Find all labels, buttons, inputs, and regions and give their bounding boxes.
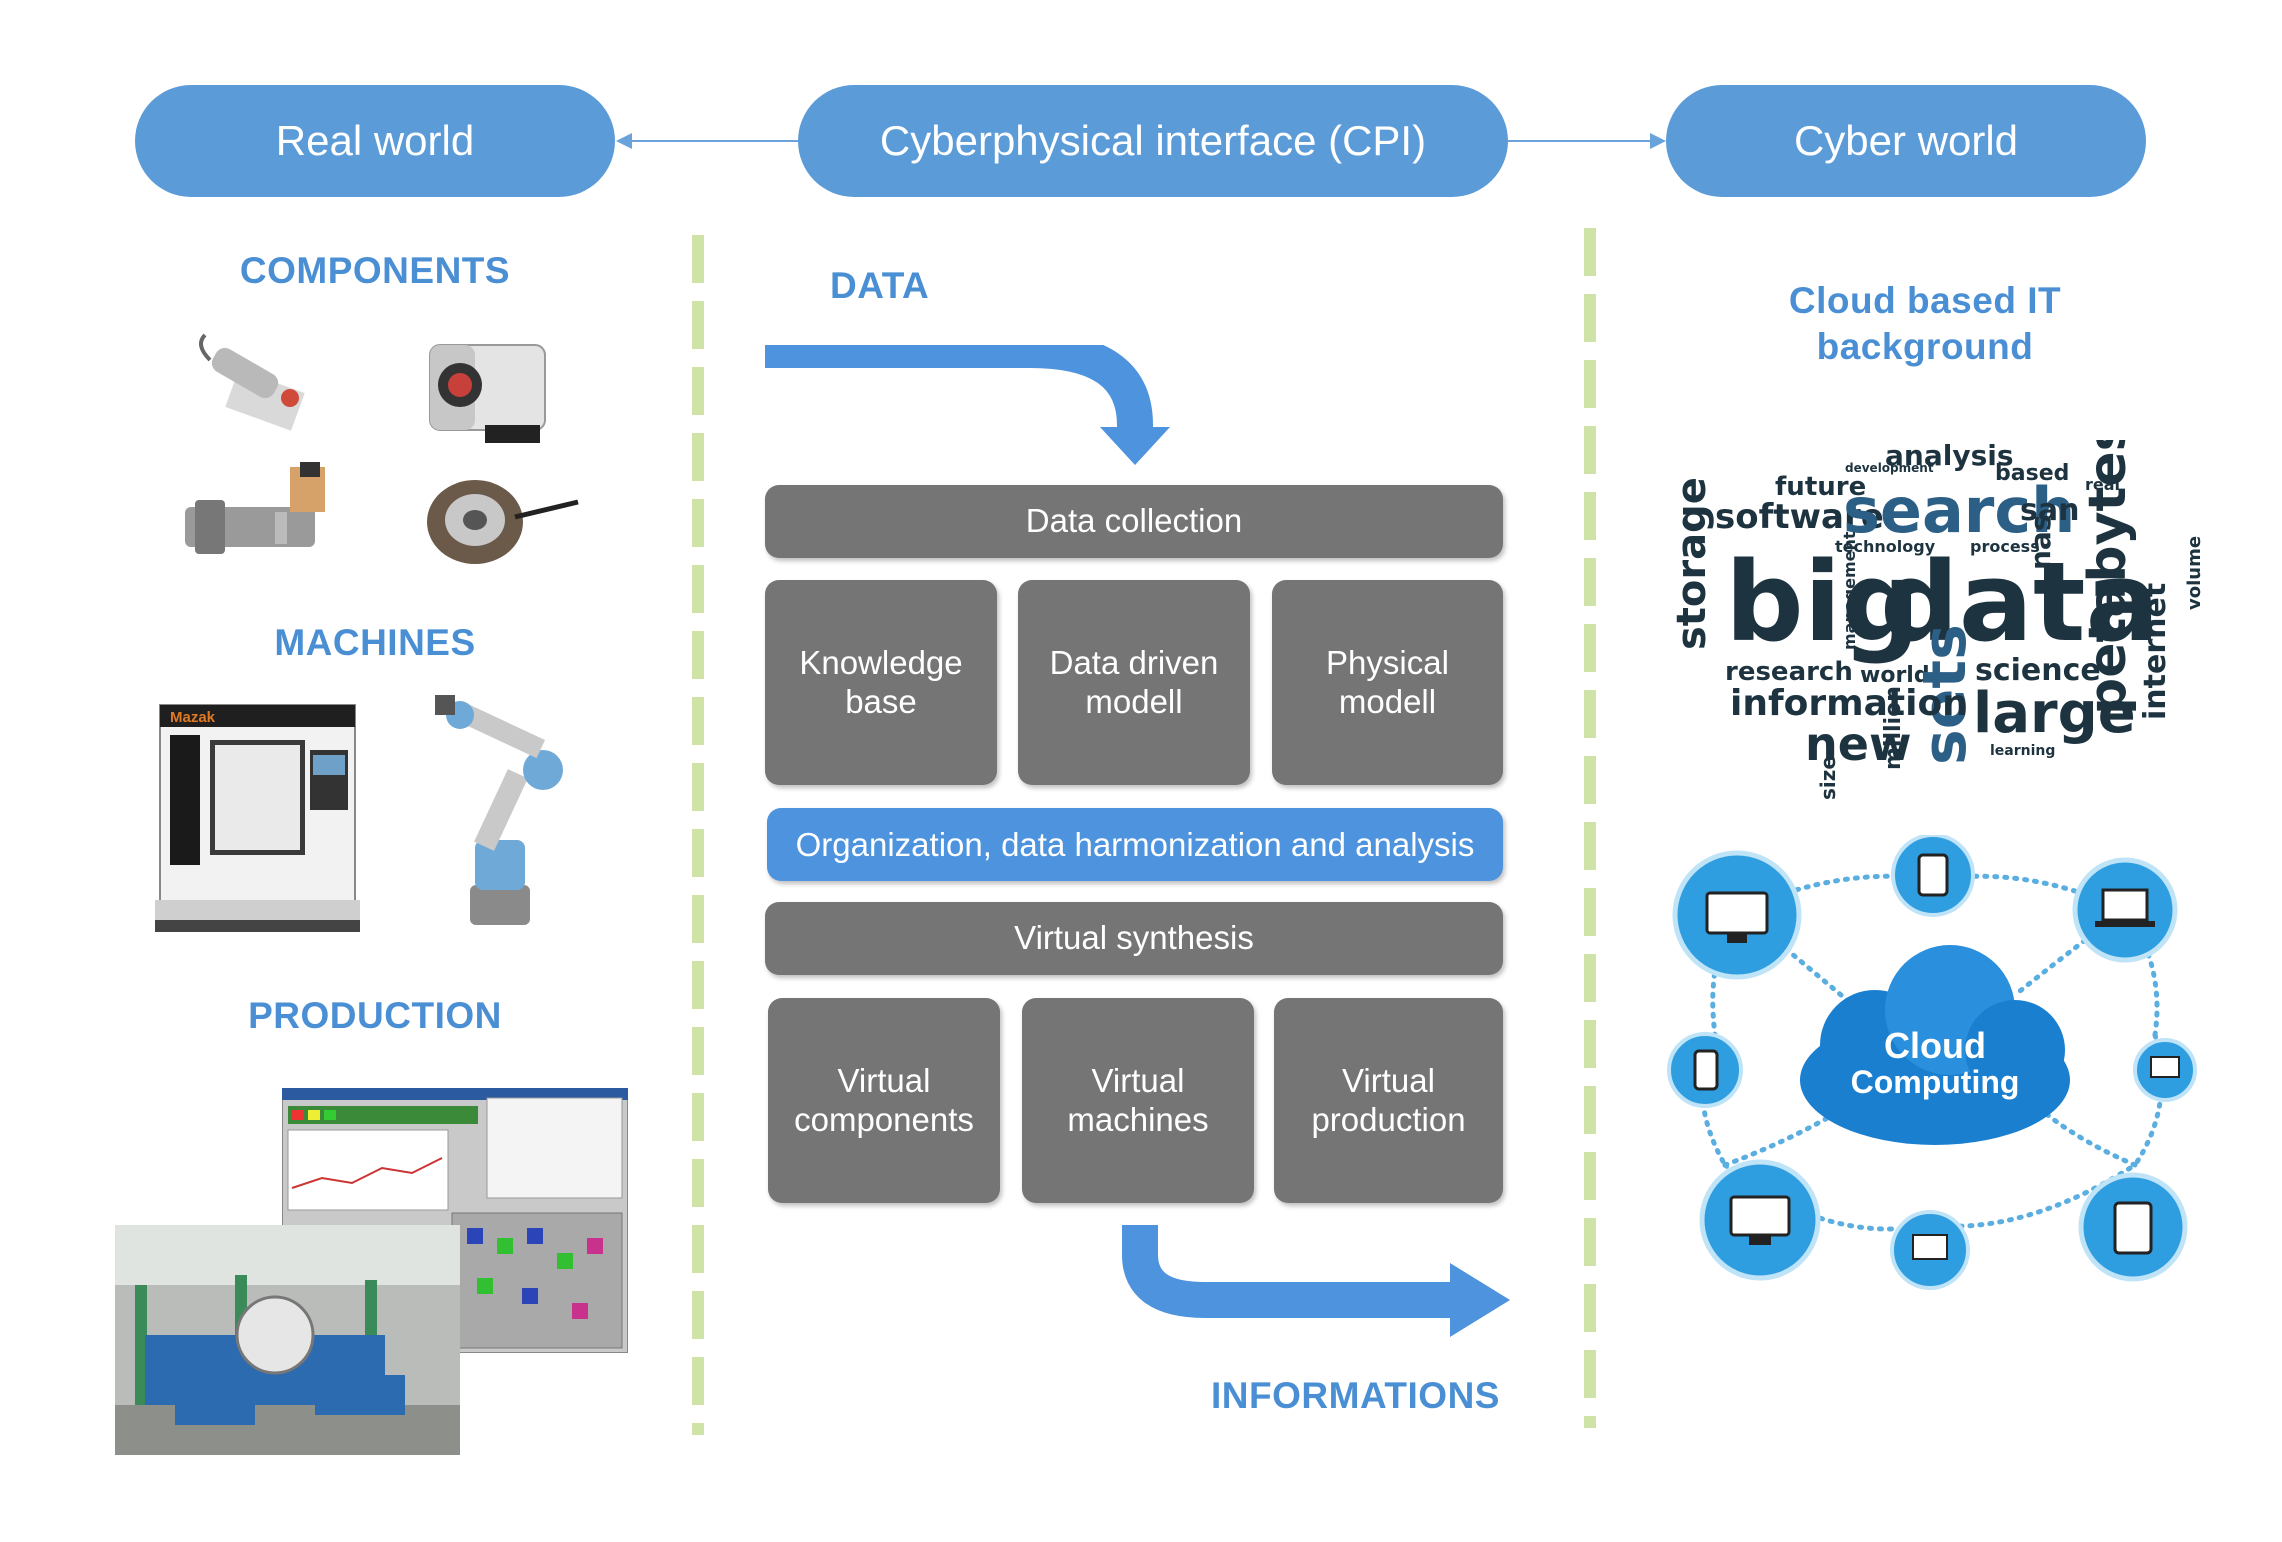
word-management: management: [1840, 531, 1859, 650]
word-future: future: [1775, 472, 1866, 502]
tablet-large-node-icon: [2078, 1172, 2188, 1282]
data-driven-line2: modell: [1085, 682, 1183, 720]
shaft-sensor-image: [185, 462, 325, 554]
cloud-it-heading: Cloud based IT background: [1720, 278, 2130, 371]
virtual-synthesis-box: Virtual synthesis: [765, 902, 1503, 975]
word-petabytes: petabytes: [2078, 440, 2138, 715]
production-heading: PRODUCTION: [248, 995, 502, 1036]
knowledge-base-line2: base: [845, 682, 917, 720]
organization-box: Organization, data harmonization and ana…: [767, 808, 1503, 881]
virtual-components-line1: Virtual: [837, 1061, 931, 1099]
word-nas: nas: [2024, 515, 2057, 571]
arrow-head-left: [616, 133, 632, 149]
factory-photo-image: [115, 1225, 460, 1455]
knowledge-base-line1: Knowledge: [799, 643, 963, 681]
word-size: size: [1816, 756, 1840, 800]
word-world: world: [1860, 663, 1930, 688]
data-collection-box: Data collection: [765, 485, 1503, 558]
tablet-node-icon: [1891, 835, 1975, 917]
cloud-icon: [1800, 945, 2070, 1145]
laptop-node-icon: [2072, 857, 2178, 963]
workstation-node-icon: [1699, 1159, 1821, 1281]
cpi-label: Cyberphysical interface (CPI): [879, 117, 1427, 164]
word-learning: learning: [1990, 743, 2055, 759]
virtual-production-line2: production: [1311, 1100, 1466, 1138]
physical-line2: modell: [1338, 682, 1437, 720]
word-million: million: [1881, 686, 1906, 770]
word-analysis: analysis: [1885, 440, 2014, 472]
cloud-it-line2: background: [1816, 326, 2034, 368]
virtual-components-line2: components: [794, 1100, 974, 1138]
word-large: large: [1973, 681, 2136, 746]
virtual-machines-line1: Virtual: [1091, 1061, 1185, 1099]
cpi-pill: Cyberphysical interface (CPI): [798, 85, 1508, 197]
word-research: research: [1725, 657, 1853, 687]
color-sensor-image: [429, 344, 546, 443]
cloud-it-line1: Cloud based IT: [1788, 280, 2062, 321]
cnc-machine-image: Mazak: [155, 704, 360, 932]
divider-right: [1584, 228, 1596, 1428]
arrow-head-right: [1650, 133, 1666, 149]
word-science: science: [1975, 653, 2101, 688]
data-flow-arrow: [765, 345, 1170, 465]
word-search: search: [1843, 474, 2075, 547]
word-internet: internet: [2138, 583, 2173, 720]
virtual-synthesis-label: Virtual synthesis: [1014, 919, 1254, 957]
word-based: based: [1995, 461, 2069, 486]
word-development: development: [1845, 461, 1934, 475]
data-driven-line1: Data driven: [1049, 643, 1219, 681]
desktop-node-icon: [1672, 850, 1802, 980]
data-collection-label: Data collection: [1025, 502, 1243, 540]
virtual-production-line1: Virtual: [1342, 1061, 1435, 1099]
word-technology: technology: [1835, 537, 1936, 556]
word-volume: volume: [2184, 536, 2205, 610]
cyber-world-label: Cyber world: [1793, 117, 2019, 164]
word-storage: storage: [1669, 477, 1715, 650]
cloud-computing-network: Cloud Computing: [1667, 835, 2197, 1290]
machines-heading: MACHINES: [274, 622, 476, 663]
word-sets: sets: [1910, 624, 1980, 765]
cloud-label-line1: Cloud: [1884, 1025, 1986, 1066]
big-data-word-cloud: analysis future development based softwa…: [1669, 440, 2205, 800]
physical-line1: Physical: [1326, 643, 1449, 681]
phone-node-icon: [1667, 1032, 1743, 1108]
robot-arm-image: [435, 695, 563, 925]
monitor-node-icon: [1890, 1210, 1970, 1290]
word-big: big: [1725, 538, 1920, 666]
word-new: new: [1805, 717, 1911, 771]
organization-label: Organization, data harmonization and ana…: [795, 825, 1475, 863]
data-heading: DATA: [830, 265, 930, 306]
word-software: software: [1715, 497, 1884, 537]
real-world-label: Real world: [275, 117, 475, 164]
real-world-pill: Real world: [135, 85, 615, 197]
informations-heading: INFORMATIONS: [1211, 1375, 1500, 1416]
word-data: data: [1880, 538, 2160, 666]
machine-brand: Mazak: [170, 709, 216, 726]
cloud-label-line2: Computing: [1851, 1064, 2020, 1100]
word-real: real: [2085, 475, 2120, 494]
cyber-world-pill: Cyber world: [1666, 85, 2146, 197]
load-cell-image: [427, 480, 579, 564]
inductive-sensor-image: [199, 333, 305, 431]
word-information: information: [1730, 683, 1968, 724]
word-process: process: [1970, 537, 2040, 556]
virtual-machines-line2: machines: [1067, 1100, 1209, 1138]
word-san: san: [2020, 493, 2079, 528]
small-computer-node-icon: [2133, 1038, 2197, 1102]
components-heading: COMPONENTS: [239, 250, 511, 291]
divider-left: [692, 235, 704, 1435]
informations-flow-arrow: [1122, 1225, 1510, 1337]
